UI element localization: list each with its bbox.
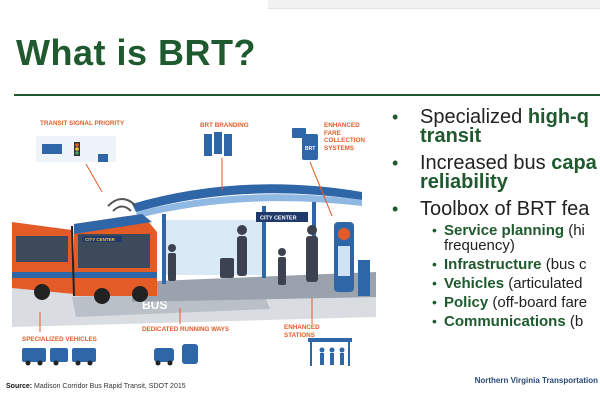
sub-bullet-item: • Communications (b — [390, 313, 600, 330]
sub-bullet-item: • Vehicles (articulated — [390, 275, 600, 292]
source-citation: Source: Madison Corridor Bus Rapid Trans… — [6, 383, 186, 390]
bullet-dot-icon: • — [432, 256, 437, 272]
source-text: Madison Corridor Bus Rapid Transit, SDOT… — [34, 383, 186, 390]
sub-bullet-item: • Service planning (hi frequency) — [390, 222, 600, 254]
bullet-dot-icon: • — [392, 199, 399, 219]
label-dedicated-running-ways: DEDICATED RUNNING WAYS — [142, 326, 230, 333]
bullet-dot-icon: • — [432, 275, 437, 291]
station-sign — [256, 212, 308, 222]
bullet-item: • Toolbox of BRT fea — [390, 198, 600, 220]
slide-title: What is BRT? — [16, 32, 256, 73]
sub-bullet-bold-text: Infrastructure — [444, 256, 542, 273]
bullet-bold-text: high-q — [527, 108, 589, 128]
bullet-dot-icon: • — [432, 294, 437, 310]
sub-bullet-text: (b — [565, 313, 584, 330]
wifi-signal-icon — [107, 198, 137, 207]
sub-bullet-item: • Policy (off-board fare — [390, 294, 600, 311]
brt-branding-icon — [204, 132, 232, 156]
station-canopy — [132, 184, 362, 212]
sub-bullet-bold-text: Service planning — [444, 222, 565, 239]
source-label: Source: — [6, 383, 33, 390]
fare-kiosk-screen — [338, 246, 350, 276]
bullet-text: Toolbox of BRT fea — [420, 198, 590, 220]
bullet-bold-text: reliability — [420, 171, 508, 193]
label-enhanced-fare-collection: ENHANCED FARE COLLECTION SYSTEMS — [324, 122, 365, 152]
fare-card-text: BRT — [305, 146, 315, 152]
sub-bullet-bold-text: Communications — [444, 313, 566, 330]
specialized-vehicles-icons — [22, 348, 96, 366]
sub-bullet-item: • Infrastructure (bus c — [390, 256, 600, 273]
bullet-item: • Specialized high-q transit — [390, 108, 600, 146]
window-top-strip — [268, 0, 600, 9]
sub-bullet-bold-text: Policy — [444, 294, 489, 311]
sub-bullet-text: frequency) — [444, 237, 515, 254]
footer-organization: Northern Virginia Transportation C — [474, 376, 600, 385]
sub-bullet-text: (articulated — [504, 275, 583, 292]
label-transit-signal-priority: TRANSIT SIGNAL PRIORITY — [40, 120, 125, 127]
signal-bus-icon — [42, 144, 62, 154]
sub-bullet-text: (bus c — [541, 256, 587, 273]
running-ways-icons — [154, 344, 198, 366]
label-specialized-vehicles: SPECIALIZED VEHICLES — [22, 336, 97, 343]
label-enhanced-stations: ENHANCED STATIONS — [284, 324, 320, 339]
wifi-signal-icon — [112, 205, 132, 212]
bullet-dot-icon: • — [392, 153, 399, 173]
title-divider — [14, 94, 600, 96]
bus-destination-sign: CITY CENTER — [85, 237, 116, 242]
station-sign-text: CITY CENTER — [260, 216, 297, 222]
bullet-bold-text: capa — [551, 152, 597, 174]
signal-receiver-icon — [98, 154, 108, 162]
bullet-dot-icon: • — [432, 313, 437, 329]
sub-bullet-text: (off-board fare — [488, 294, 588, 311]
bullet-dot-icon: • — [392, 108, 399, 127]
brt-scene-drawing: BUS CITY CENTER — [12, 128, 376, 366]
enhanced-stations-icons — [308, 338, 352, 366]
station-canopy-underside — [136, 194, 362, 218]
label-brt-branding: BRT BRANDING — [200, 122, 249, 129]
brt-illustration: BUS CITY CENTER — [12, 112, 376, 372]
bullet-item: • Increased bus capa reliability — [390, 152, 600, 193]
callout-leader-lines — [39, 158, 333, 332]
bullet-dot-icon: • — [432, 222, 437, 238]
bullet-bold-text: transit — [420, 125, 482, 147]
fare-kiosk-logo — [338, 228, 350, 240]
sub-bullet-text: (hi — [564, 222, 585, 239]
passengers — [168, 225, 318, 285]
bullet-list: • Specialized high-q transit • Increased… — [390, 108, 600, 348]
canopy-post — [162, 214, 166, 284]
shelter-glass — [166, 220, 262, 275]
bullet-text: Specialized — [420, 108, 528, 128]
sub-bullet-bold-text: Vehicles — [444, 275, 505, 292]
ticket-machine — [358, 260, 370, 296]
articulated-bus: CITY CENTER — [12, 214, 157, 304]
canopy-post — [262, 206, 266, 278]
bullet-text: Increased bus — [420, 152, 552, 174]
fare-card-icon: BRT — [292, 128, 318, 160]
